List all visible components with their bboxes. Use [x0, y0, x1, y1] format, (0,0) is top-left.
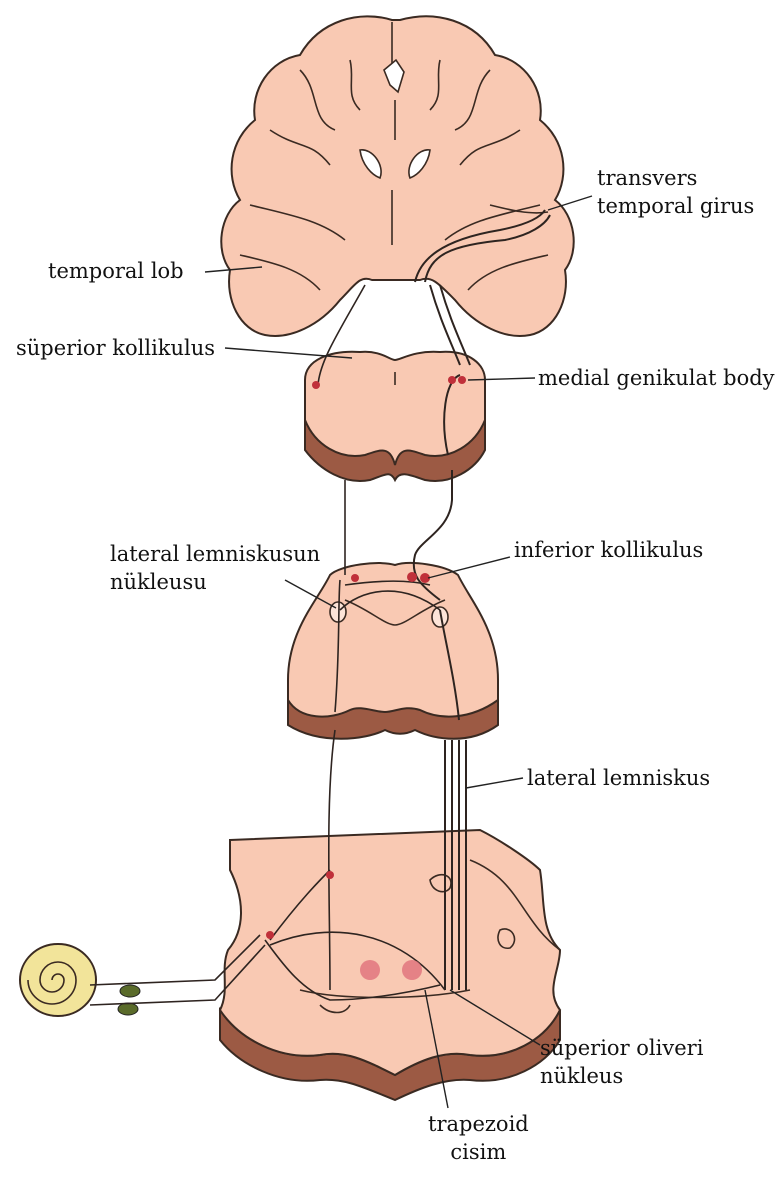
- label-superior-olivary-nucleus-line2: nükleus: [540, 1062, 703, 1090]
- label-lateral-lemniscus-nucleus-line2: nükleusu: [110, 568, 320, 596]
- label-lateral-lemniscus: lateral lemniskus: [527, 764, 710, 792]
- label-trapezoid-body-line1: trapezoid: [428, 1110, 529, 1138]
- label-superior-olivary-nucleus-line1: süperior oliveri: [540, 1034, 703, 1062]
- medulla-section: [220, 830, 560, 1100]
- label-trapezoid-body-line2: cisim: [428, 1138, 529, 1166]
- label-trapezoid-body: trapezoid cisim: [428, 1110, 529, 1167]
- label-superior-colliculus: süperior kollikulus: [16, 334, 215, 362]
- midbrain-section: [305, 352, 485, 481]
- label-superior-olivary-nucleus: süperior oliveri nükleus: [540, 1034, 703, 1091]
- label-transverse-temporal-gyrus-line1: transvers: [597, 164, 754, 192]
- label-temporal-lobe: temporal lob: [48, 257, 184, 285]
- cochlea: [20, 944, 140, 1016]
- label-medial-geniculate-body: medial genikulat body: [538, 364, 775, 392]
- label-lateral-lemniscus-nucleus: lateral lemniskusun nükleusu: [110, 540, 320, 597]
- brain-coronal-section: [221, 16, 573, 336]
- label-lateral-lemniscus-nucleus-line1: lateral lemniskusun: [110, 540, 320, 568]
- label-transverse-temporal-gyrus-line2: temporal girus: [597, 192, 754, 220]
- label-transverse-temporal-gyrus: transvers temporal girus: [597, 164, 754, 221]
- label-inferior-colliculus: inferior kollikulus: [514, 536, 703, 564]
